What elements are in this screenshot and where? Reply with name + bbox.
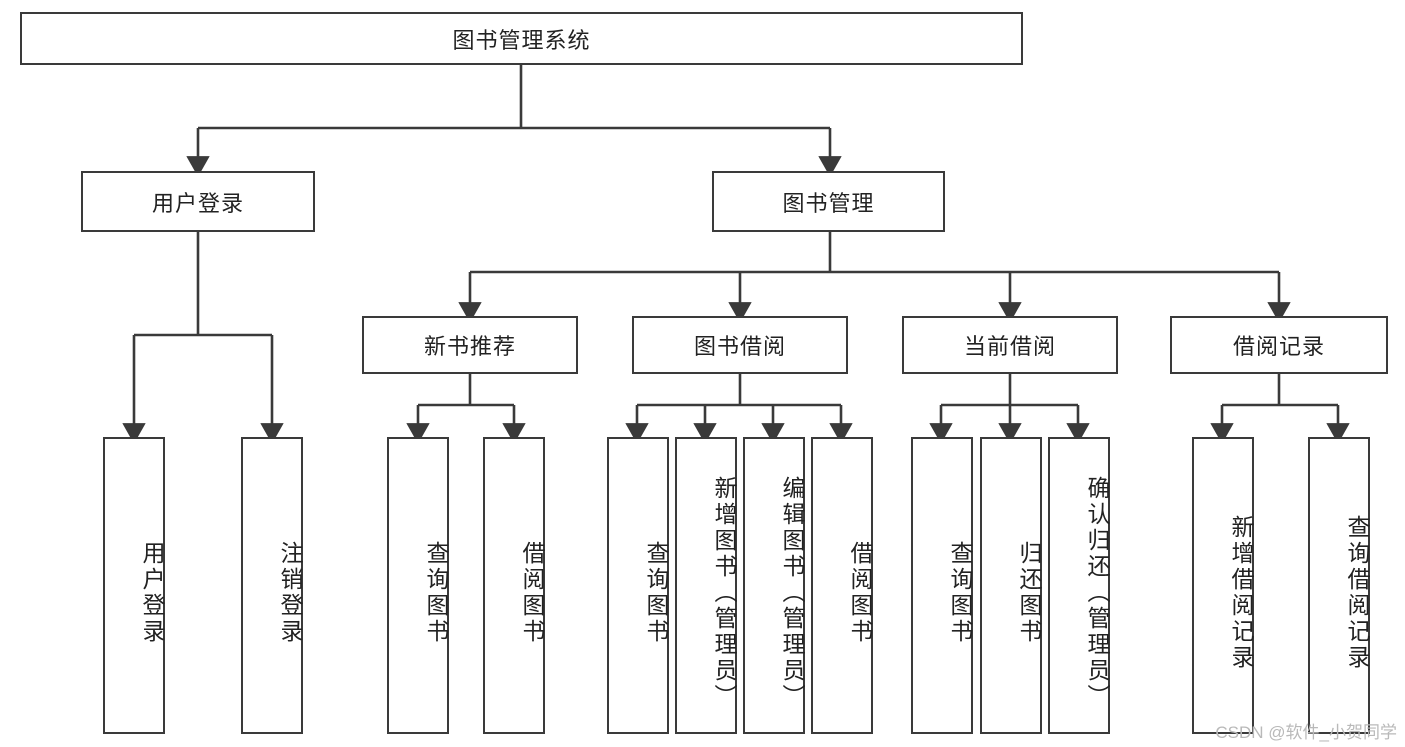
leaf-user-login-login[interactable]: 用户登录 — [103, 437, 165, 734]
leaf-new-book-borrow[interactable]: 借阅图书 — [483, 437, 545, 734]
watermark-credit: CSDN @软件_小贺同学 — [1215, 723, 1397, 742]
node-book-management[interactable]: 图书管理 — [712, 171, 945, 232]
leaf-borrow-record-query[interactable]: 查询借阅记录 — [1308, 437, 1370, 734]
leaf-book-borrow-query[interactable]: 查询图书 — [607, 437, 669, 734]
node-user-login[interactable]: 用户登录 — [81, 171, 315, 232]
leaf-current-borrow-return[interactable]: 归还图书 — [980, 437, 1042, 734]
node-borrow-record[interactable]: 借阅记录 — [1170, 316, 1388, 374]
node-book-borrow[interactable]: 图书借阅 — [632, 316, 848, 374]
node-new-book-recommend[interactable]: 新书推荐 — [362, 316, 578, 374]
node-root-system[interactable]: 图书管理系统 — [20, 12, 1023, 65]
leaf-book-borrow-edit[interactable]: 编辑图书（管理员） — [743, 437, 805, 734]
leaf-current-borrow-query[interactable]: 查询图书 — [911, 437, 973, 734]
leaf-new-book-query[interactable]: 查询图书 — [387, 437, 449, 734]
leaf-book-borrow-add[interactable]: 新增图书（管理员） — [675, 437, 737, 734]
leaf-borrow-record-add[interactable]: 新增借阅记录 — [1192, 437, 1254, 734]
leaf-current-borrow-confirm-return[interactable]: 确认归还（管理员） — [1048, 437, 1110, 734]
leaf-user-login-logout[interactable]: 注销登录 — [241, 437, 303, 734]
node-current-borrow[interactable]: 当前借阅 — [902, 316, 1118, 374]
leaf-book-borrow-borrow[interactable]: 借阅图书 — [811, 437, 873, 734]
